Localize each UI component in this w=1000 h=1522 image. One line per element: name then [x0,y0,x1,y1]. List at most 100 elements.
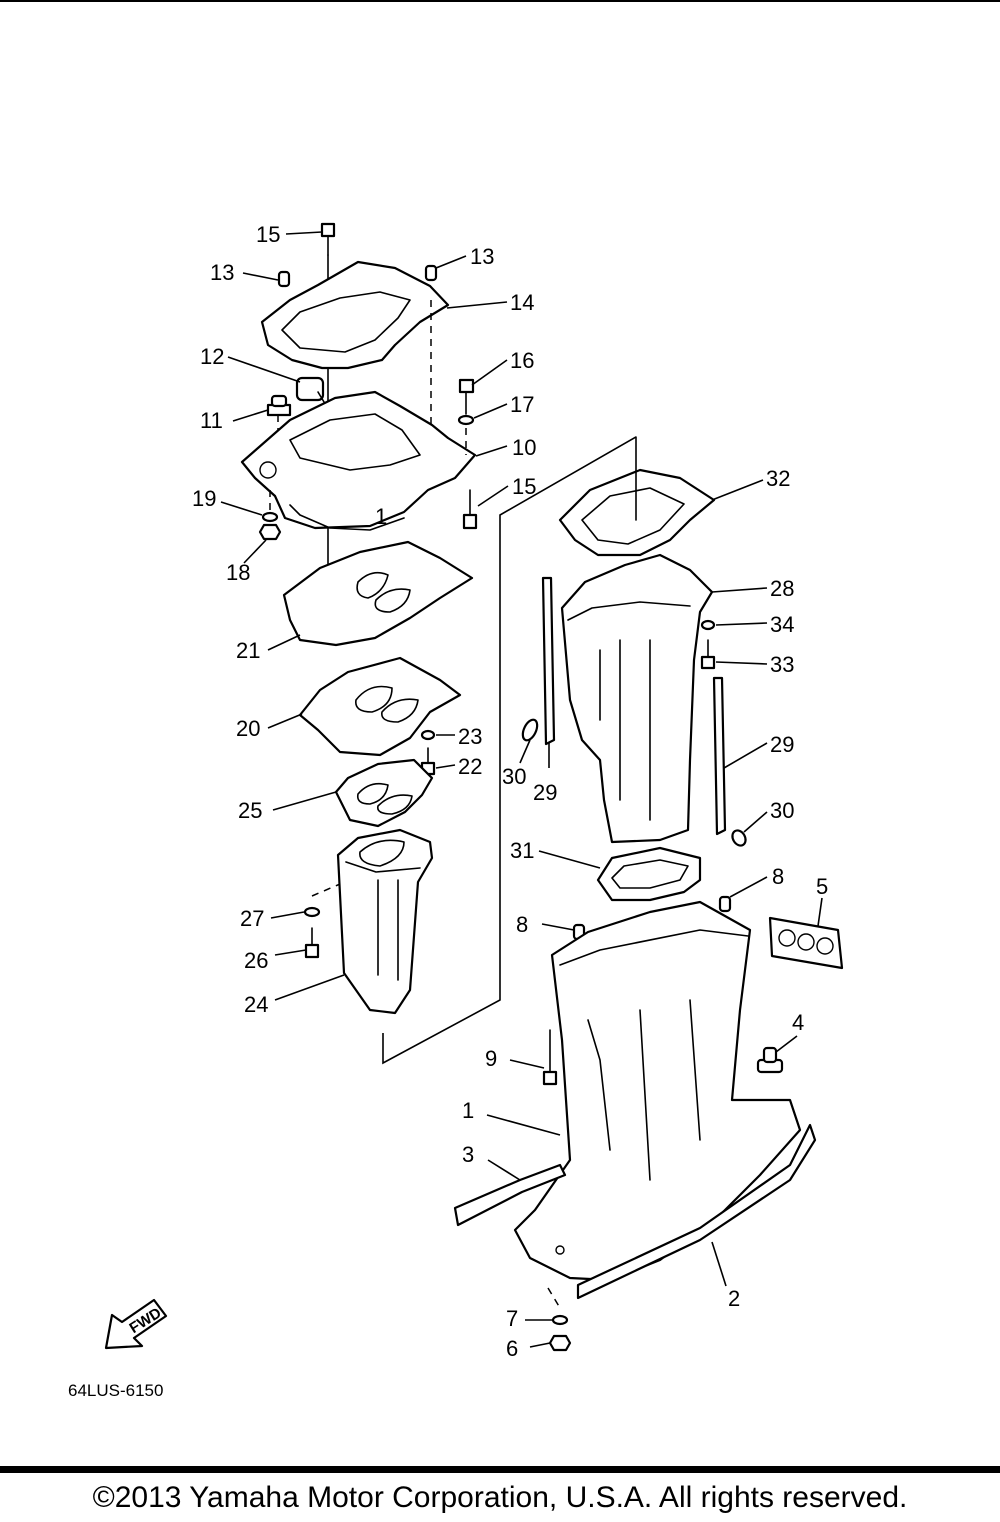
part-25-port-a [356,782,389,805]
callout-27: 27 [240,906,264,931]
part-24-muffler [336,828,434,1015]
part-30-clip-right [731,829,747,847]
part-32-gasket [558,468,716,557]
part-5-hole-c [816,937,834,955]
callout-16: 16 [510,348,534,373]
part-20-port-a [355,685,393,713]
part-8-dowel-right [718,895,732,913]
part-10-exhaust-plate [240,390,477,530]
callout-9: 9 [485,1046,497,1071]
part-30-clip-left [521,718,539,742]
part-2-strip [576,1123,817,1300]
callout-3: 3 [462,1142,474,1167]
part-9-bolt [542,1029,558,1086]
part-6-nut [548,1334,572,1352]
part-32-gasket-inner [581,487,685,545]
part-26-bolt [304,927,320,959]
part-13-cap-right [424,264,438,282]
callout-2: 2 [728,1286,740,1311]
callout-30-left: 30 [502,764,526,789]
part-28-case-rim [567,601,691,621]
part-1-casing-rim [559,929,749,966]
part-11-plug [266,394,292,488]
part-14-gasket [260,260,450,370]
part-10-boss [259,461,277,479]
callout-labels: 1 2 3 4 5 6 7 8 8 9 10 11 12 13 13 14 15… [192,222,828,1361]
part-25-gasket [334,758,434,828]
part-23-washer [420,729,436,741]
part-28-upper-case [560,553,714,844]
callout-30-right: 30 [770,798,794,823]
part-7-washer [551,1314,569,1326]
part-5-hole-a [778,929,796,947]
part-18-nut [258,523,282,541]
part-5-hole-b [797,933,815,951]
part-25-port-b [376,794,413,815]
callout-12: 12 [200,344,224,369]
part-19-washer [261,511,279,523]
copyright-text: ©2013 Yamaha Motor Corporation, U.S.A. A… [92,1481,908,1514]
guide-dash-7 [547,1287,561,1309]
callout-15-top: 15 [256,222,280,247]
fwd-arrow-icon: FWD [104,1298,168,1350]
callout-6: 6 [506,1336,518,1361]
part-12-sensor [295,376,331,413]
callout-17: 17 [510,392,534,417]
part-code: 64LUS-6150 [68,1381,163,1400]
part-28-case-details [599,639,651,821]
part-1-upper-casing [513,900,802,1282]
callout-26: 26 [244,948,268,973]
callout-29-left: 29 [533,780,557,805]
assembly-link-line [382,436,637,1065]
part-21-port-a [356,571,389,599]
part-29-seal-right [712,676,727,836]
callout-13-left: 13 [210,260,234,285]
part-24-muffler-top [345,861,421,873]
callout-20: 20 [236,716,260,741]
callout-34: 34 [770,612,794,637]
part-21-gasket [282,540,474,647]
callout-7: 7 [506,1306,518,1331]
top-border [0,0,1000,2]
callout-25: 25 [238,798,262,823]
exploded-parts-diagram: FWD 64LUS-6150 [68,222,844,1400]
part-4-plug [756,1046,784,1074]
callout-5: 5 [816,874,828,899]
callout-32: 32 [766,466,790,491]
callout-leaders [220,231,823,1348]
callout-33: 33 [770,652,794,677]
part-34-washer [700,619,716,631]
part-13-cap-left [277,270,291,288]
callout-8-right: 8 [772,864,784,889]
part-29-seal-left [541,576,556,746]
callout-29-right: 29 [770,732,794,757]
callout-31: 31 [510,838,534,863]
part-10-plate-inner [289,413,421,471]
callout-21: 21 [236,638,260,663]
callout-13-right: 13 [470,244,494,269]
part-31-seal-ring-inner [611,859,689,889]
callout-10: 10 [512,435,536,460]
part-17-washer [457,414,475,426]
callout-15-right: 15 [512,474,536,499]
guide-dash-27 [311,883,341,897]
part-15-bolt-right [462,489,478,530]
part-14-gasket-inner [281,291,411,353]
callout-24: 24 [244,992,268,1017]
part-1-drain-hole [555,1245,565,1255]
part-33-bolt [700,639,716,670]
part-31-seal-ring [596,846,702,902]
part-1-casing-details [587,999,701,1181]
callout-28: 28 [770,576,794,601]
part-24-port [359,839,405,867]
callout-19: 19 [192,486,216,511]
part-16-bolt [458,378,475,415]
callout-4: 4 [792,1010,804,1035]
callout-23: 23 [458,724,482,749]
callout-1-plate-mark: 1 [375,504,387,529]
part-15-bolt-top [320,222,336,256]
callout-14: 14 [510,290,534,315]
copyright-footer: ©2013 Yamaha Motor Corporation, U.S.A. A… [0,1466,1000,1522]
callout-11: 11 [200,408,223,433]
